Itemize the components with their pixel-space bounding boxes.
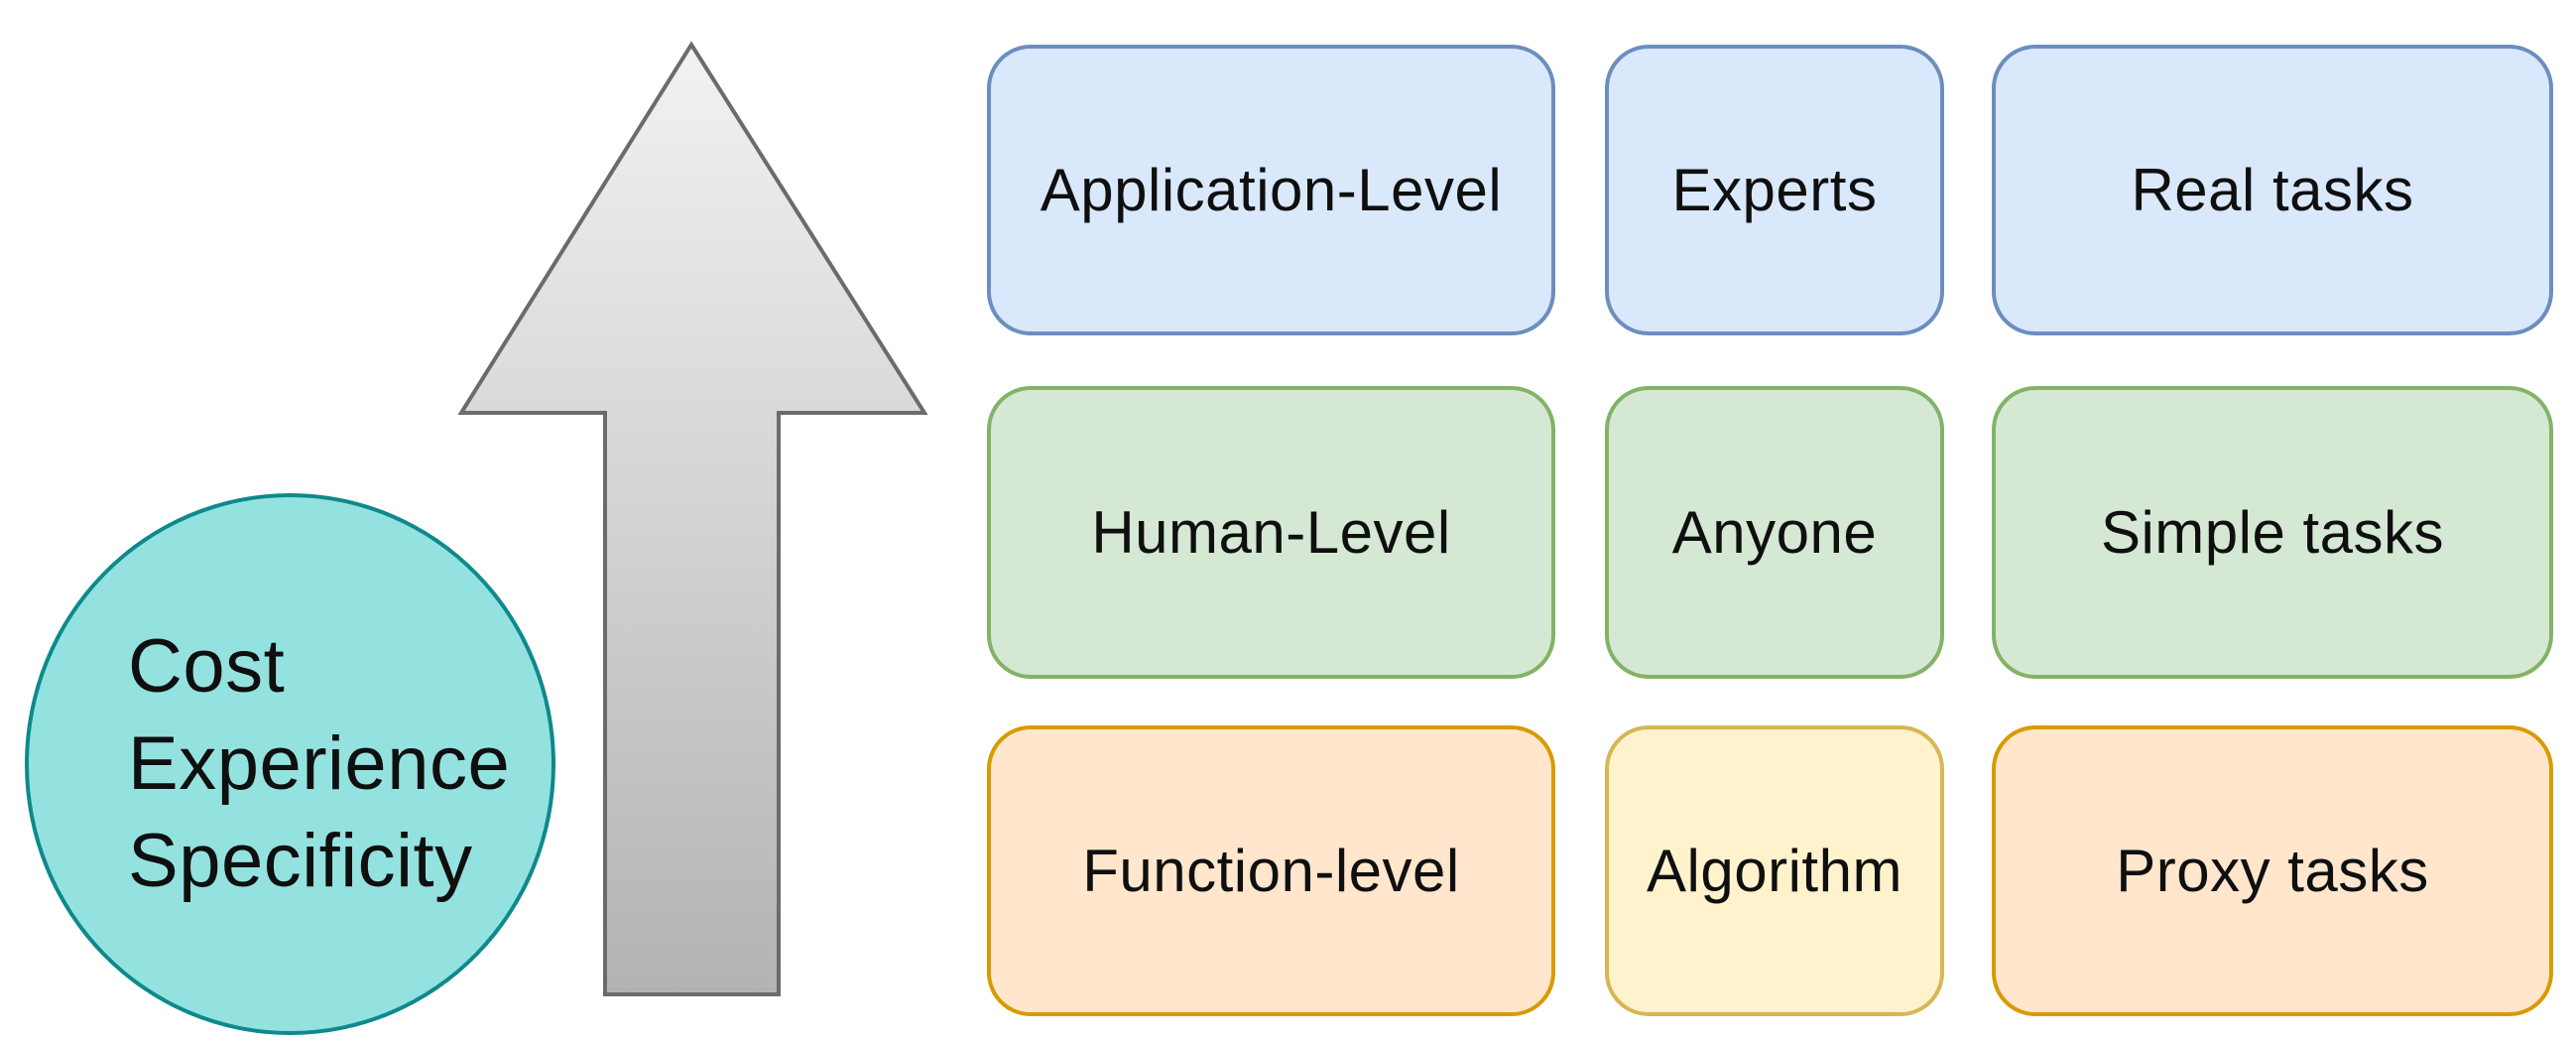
box-label: Human-Level — [1091, 499, 1451, 566]
circle-line-experience: Experience — [128, 721, 511, 806]
up-arrow-shape — [457, 41, 928, 996]
up-arrow — [457, 41, 928, 996]
box-label: Simple tasks — [2100, 499, 2445, 566]
box-label: Proxy tasks — [2116, 838, 2429, 904]
box-algorithm: Algorithm — [1605, 725, 1944, 1016]
box-real-tasks: Real tasks — [1992, 45, 2553, 335]
box-label: Application-Level — [1040, 157, 1503, 223]
circle-label-block: Cost Experience Specificity — [29, 618, 552, 910]
circle-line-specificity: Specificity — [128, 819, 473, 903]
box-label: Anyone — [1671, 499, 1878, 566]
box-function-level: Function-level — [987, 725, 1555, 1016]
cost-experience-specificity-circle: Cost Experience Specificity — [25, 493, 555, 1035]
box-simple-tasks: Simple tasks — [1992, 386, 2553, 679]
box-label: Function-level — [1082, 838, 1460, 904]
box-human-level: Human-Level — [987, 386, 1555, 679]
box-label: Algorithm — [1647, 838, 1902, 904]
box-application-level: Application-Level — [987, 45, 1555, 335]
box-anyone: Anyone — [1605, 386, 1944, 679]
circle-line-cost: Cost — [128, 624, 286, 709]
box-experts: Experts — [1605, 45, 1944, 335]
box-proxy-tasks: Proxy tasks — [1992, 725, 2553, 1016]
box-label: Experts — [1671, 157, 1878, 223]
box-label: Real tasks — [2131, 157, 2414, 223]
